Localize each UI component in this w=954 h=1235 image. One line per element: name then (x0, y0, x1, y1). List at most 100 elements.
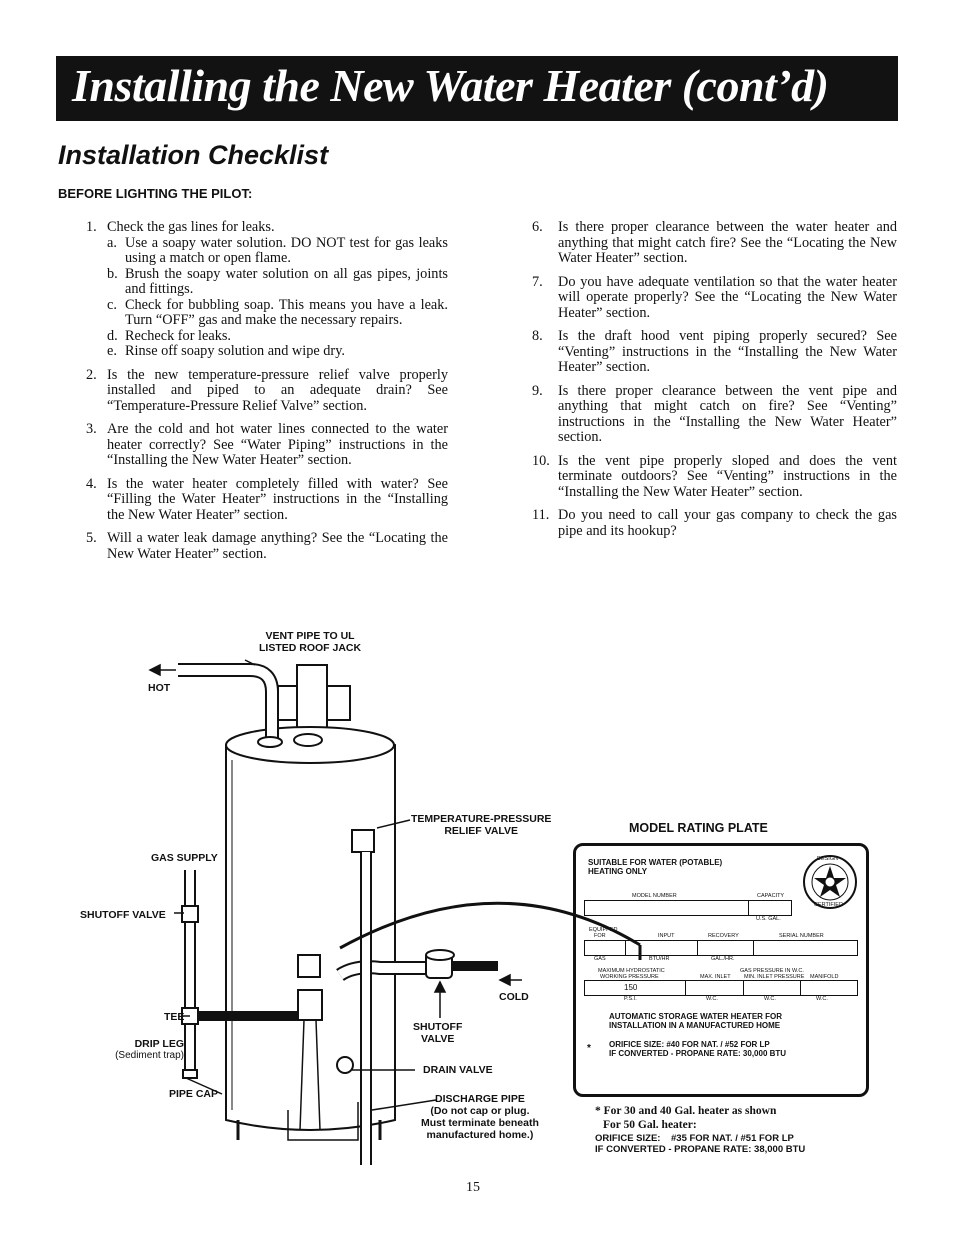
gas-pressure-label: GAS PRESSURE IN W.C. (740, 968, 804, 974)
psi-value: 150 (624, 983, 638, 992)
wc-unit-3: W.C. (816, 996, 828, 1002)
page-number: 15 (466, 1180, 480, 1195)
item-number: 2. (86, 366, 97, 383)
max-hydrostatic-label: MAXIMUM HYDROSTATIC WORKING PRESSURE (598, 968, 665, 980)
footnote: * For 30 and 40 Gal. heater as shown For… (595, 1104, 776, 1132)
sub-text: Brush the soapy water solution on all ga… (125, 265, 448, 297)
footnote-line: * For 30 and 40 Gal. heater as shown (595, 1105, 777, 1117)
sub-text: Rinse off soapy solution and wipe dry. (125, 343, 345, 359)
plate-line: EQUIPPED (589, 927, 618, 933)
sub-item: d.Recheck for leaks. (107, 327, 448, 345)
drain-valve (336, 1056, 354, 1074)
min-inlet-label: MIN. INLET PRESSURE (744, 974, 805, 980)
sub-item: a.Use a soapy water solution. DO NOT tes… (107, 234, 448, 267)
item-number: 4. (86, 475, 97, 492)
recovery-label: RECOVERY (708, 933, 739, 939)
sub-text: Recheck for leaks. (125, 327, 231, 344)
item-number: 11. (532, 507, 550, 523)
item-text: Are the cold and hot water lines connect… (107, 421, 448, 468)
item-text: Is the vent pipe properly sloped and doe… (558, 452, 897, 500)
model-number-label: MODEL NUMBER (632, 893, 677, 899)
checklist-item: 8.Is the draft hood vent piping properly… (532, 328, 897, 376)
gas-label: GAS (594, 956, 606, 962)
equipped-for-label: EQUIPPED FOR (589, 927, 617, 939)
header-bar: Installing the New Water Heater (cont’d) (56, 56, 898, 121)
label-line: (Do not cap or plug. (430, 1105, 530, 1117)
label-line: Must terminate beneath (421, 1117, 539, 1129)
max-inlet-label: MAX. INLET (700, 974, 731, 980)
checklist-right-column: 6. Is there proper clearance between the … (532, 219, 897, 547)
page-title: Installing the New Water Heater (cont’d) (72, 60, 829, 111)
checklist-item: 2.Is the new temperature-pressure relief… (86, 366, 448, 415)
plate-line: ORIFICE SIZE: #40 FOR NAT. / #52 FOR LP (609, 1040, 770, 1049)
discharge-pointer (371, 1099, 437, 1111)
footnote-small-line: IF CONVERTED - PROPANE RATE: 38,000 BTU (595, 1144, 806, 1155)
hot-arrow-icon (148, 663, 161, 677)
sub-letter: c. (107, 296, 117, 313)
serial-number-label: SERIAL NUMBER (779, 933, 824, 939)
tee-label: TEE (164, 1011, 185, 1023)
checklist-item: 7.Do you have adequate ventilation so th… (532, 273, 897, 322)
item-number: 3. (86, 421, 97, 437)
tp-valve-label: TEMPERATURE-PRESSURE RELIEF VALVE (411, 813, 551, 837)
cold-label: COLD (499, 991, 529, 1003)
item-number: 9. (532, 382, 543, 399)
equipped-box (584, 940, 858, 956)
control-label (297, 954, 321, 978)
pipe-cap-label: PIPE CAP (169, 1088, 219, 1100)
plate-line: IF CONVERTED - PROPANE RATE: 30,000 BTU (609, 1049, 787, 1058)
manifold-label: MANIFOLD (810, 974, 839, 980)
automatic-storage-text: AUTOMATIC STORAGE WATER HEATER FOR INSTA… (609, 1012, 782, 1030)
tp-relief-valve (351, 829, 375, 853)
flue-pipe (296, 664, 328, 736)
burner-tubes (299, 1019, 321, 1131)
sub-letter: a. (107, 234, 117, 251)
pipe-cap (182, 1069, 198, 1079)
access-door (287, 1102, 359, 1141)
pipecap-pointer (185, 1077, 223, 1095)
label-line: manufactured home.) (426, 1129, 534, 1141)
plate-callout-curve (339, 901, 641, 950)
pressure-box (584, 980, 858, 996)
section-title: Installation Checklist (58, 140, 329, 170)
wc-unit-1: W.C. (706, 996, 718, 1002)
label-line: VENT PIPE TO UL (265, 630, 355, 642)
sub-item: e. Rinse off soapy solution and wipe dry. (107, 343, 448, 360)
checklist-item: 9. Is there proper clearance between the … (532, 382, 897, 446)
item-text: Will a water leak damage anything? See t… (107, 530, 448, 562)
plate-line: AUTOMATIC STORAGE WATER HEATER FOR (609, 1012, 783, 1021)
label-line: DISCHARGE PIPE (435, 1093, 525, 1105)
footnote-small-line: ORIFICE SIZE: #35 FOR NAT. / #51 FOR LP (595, 1133, 794, 1144)
asterisk-mark: * (587, 1043, 591, 1054)
sub-item: b. Brush the soapy water solution on all … (107, 265, 448, 298)
plate-line: MAXIMUM HYDROSTATIC (598, 968, 665, 974)
suitable-text: SUITABLE FOR WATER (POTABLE) HEATING ONL… (588, 858, 722, 876)
item-text: Do you have adequate ventilation so that… (558, 273, 897, 321)
item-text: Is the water heater completely filled wi… (107, 475, 448, 523)
checklist-item: 10.Is the vent pipe properly sloped and … (532, 452, 897, 501)
shutoff-valve-right-label: SHUTOFF VALVE (413, 1021, 462, 1045)
item-number: 6. (532, 219, 543, 235)
shutoff-arrow-icon (433, 980, 447, 993)
drain-valve-label: DRAIN VALVE (423, 1064, 493, 1076)
hot-pipe (178, 665, 277, 742)
sub-letter: e. (107, 343, 117, 359)
wc-unit-2: W.C. (764, 996, 776, 1002)
plate-line: HEATING ONLY (588, 867, 648, 876)
vent-pipe-label: VENT PIPE TO UL LISTED ROOF JACK (259, 630, 361, 654)
sub-letter: b. (107, 265, 118, 282)
item-text: Is there proper clearance between the wa… (558, 219, 897, 266)
gas-shutoff-valve (181, 905, 199, 923)
item-number: 8. (532, 328, 543, 344)
hot-nipple (257, 736, 283, 748)
item-text: Is there proper clearance between the ve… (558, 382, 897, 445)
vent-pointer (244, 659, 256, 666)
capacity-label: CAPACITY (757, 893, 785, 899)
footnote-line: For 50 Gal. heater: (603, 1119, 697, 1131)
orifice-text: ORIFICE SIZE: #40 FOR NAT. / #52 FOR LP … (609, 1040, 786, 1058)
model-capacity-box (584, 900, 792, 916)
footnote-orifice: ORIFICE SIZE: #35 FOR NAT. / #51 FOR LP … (595, 1133, 805, 1155)
shutoff-valve-left-label: SHUTOFF VALVE (80, 909, 166, 921)
shutoff-handle (425, 949, 455, 961)
subhead: BEFORE LIGHTING THE PILOT: (58, 186, 253, 201)
